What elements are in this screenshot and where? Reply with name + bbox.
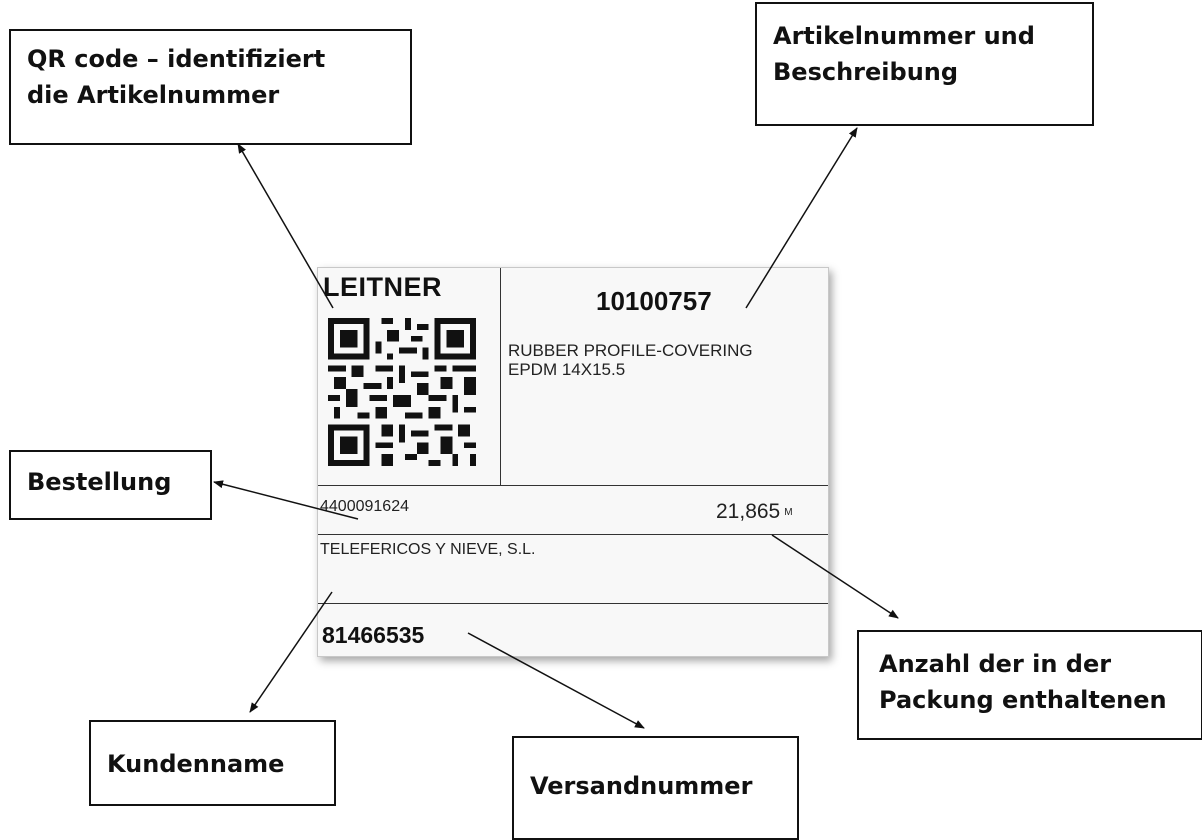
callout-shipping: Versandnummer bbox=[512, 736, 799, 840]
quantity-value: 21,865 bbox=[716, 500, 781, 523]
callout-qr-code-line1: QR code – identifiziert bbox=[27, 45, 326, 73]
article-description-line1: RUBBER PROFILE-COVERING bbox=[508, 341, 753, 360]
brand-logo: LEITNER bbox=[323, 272, 443, 302]
label-divider-1 bbox=[318, 485, 828, 486]
shipping-number: 81466535 bbox=[322, 622, 425, 648]
callout-article-line2: Beschreibung bbox=[773, 58, 959, 86]
quantity-unit: M bbox=[784, 506, 793, 518]
callout-order-text: Bestellung bbox=[27, 468, 172, 496]
callout-order: Bestellung bbox=[9, 450, 212, 520]
qr-code bbox=[328, 318, 476, 466]
label-divider-2 bbox=[318, 534, 828, 535]
callout-article: Artikelnummer und Beschreibung bbox=[755, 2, 1094, 126]
article-number: 10100757 bbox=[596, 286, 712, 316]
article-description-line2: EPDM 14X15.5 bbox=[508, 360, 626, 379]
callout-quantity-line2: Packung enthaltenen bbox=[879, 686, 1167, 714]
product-label: LEITNER bbox=[317, 267, 829, 657]
callout-customer: Kundenname bbox=[89, 720, 336, 806]
label-divider-3 bbox=[318, 603, 828, 604]
label-vertical-divider bbox=[500, 268, 501, 485]
callout-quantity: Anzahl der in der Packung enthaltenen bbox=[857, 630, 1202, 740]
callout-qr-code: QR code – identifiziert die Artikelnumme… bbox=[9, 29, 412, 145]
callout-shipping-text: Versandnummer bbox=[530, 772, 753, 800]
customer-name: TELEFERICOS Y NIEVE, S.L. bbox=[320, 541, 536, 558]
order-number: 4400091624 bbox=[320, 498, 409, 515]
callout-qr-code-line2: die Artikelnummer bbox=[27, 81, 280, 109]
callout-quantity-line1: Anzahl der in der bbox=[879, 650, 1112, 678]
callout-article-line1: Artikelnummer und bbox=[773, 22, 1035, 50]
callout-customer-text: Kundenname bbox=[107, 750, 285, 778]
